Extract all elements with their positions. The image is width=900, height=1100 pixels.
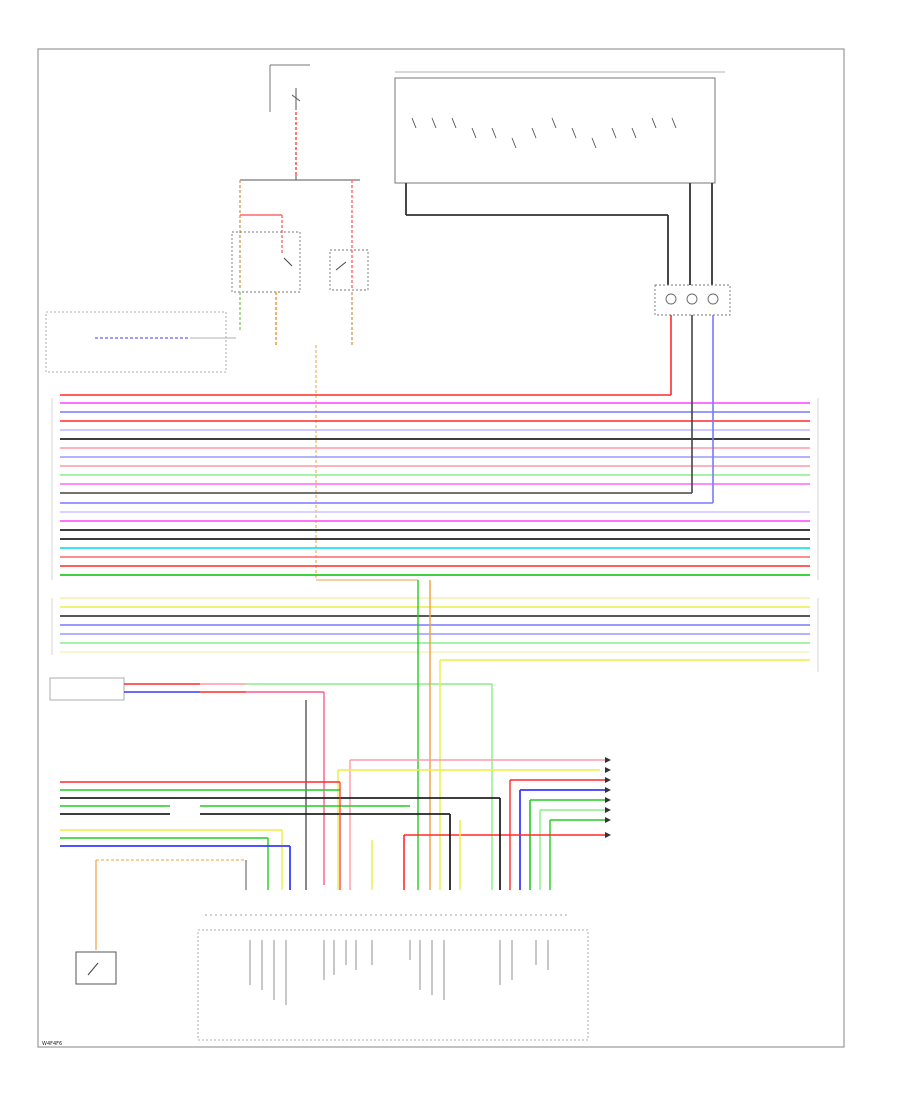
relay-left [231, 180, 301, 345]
vertical-drops [337, 580, 605, 890]
connector-arrows [605, 757, 611, 838]
diagram-code: W4F4F6 [42, 1041, 62, 1047]
harness-group-2 [60, 597, 810, 661]
sensor-bottom-left [75, 859, 247, 985]
harness-group-3 [60, 781, 501, 890]
diagram-border [37, 48, 845, 1048]
control-unit-bottom [197, 914, 589, 1041]
pin-label-ticks [249, 940, 549, 1005]
switch-module-top-right [394, 71, 725, 285]
module-left-dashed [45, 311, 236, 373]
left-connector-blocks [51, 398, 819, 672]
harness-group-1 [60, 380, 810, 576]
fuse-block-top [269, 64, 310, 175]
middle-subharness [49, 677, 493, 890]
relay-right [329, 180, 369, 345]
combination-switch-connector [654, 284, 731, 400]
